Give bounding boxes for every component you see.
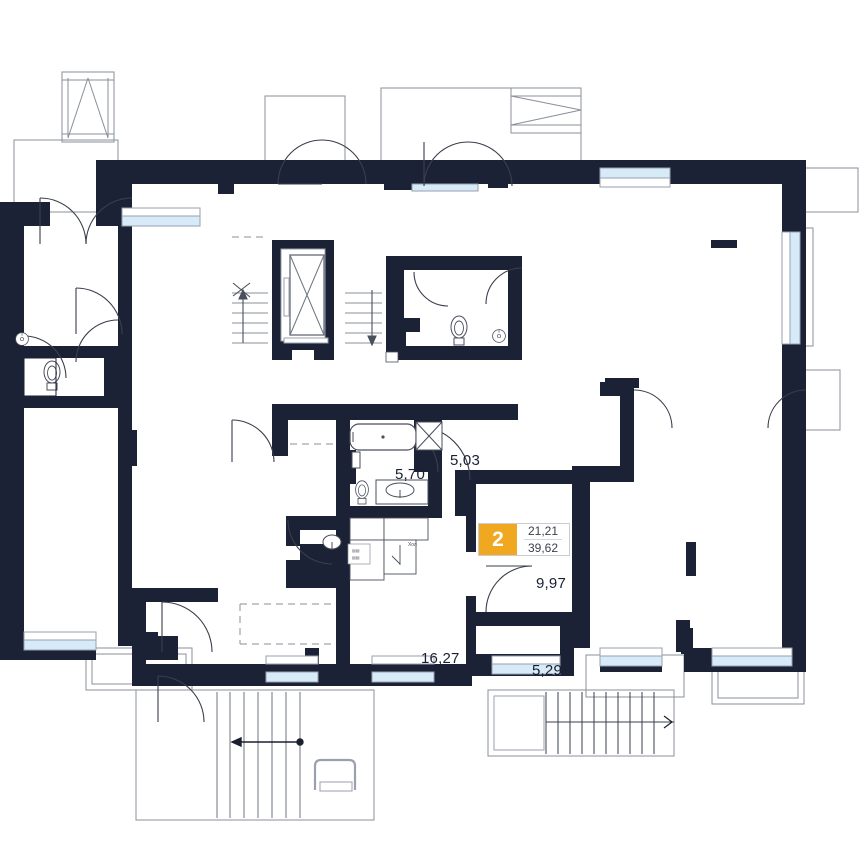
stairs-exterior-right bbox=[493, 692, 674, 754]
stairs-direction-arrow-left bbox=[230, 736, 304, 748]
dimension-label-9-97: 9,97 bbox=[536, 575, 566, 592]
apartment-total-area: 39,62 bbox=[527, 541, 559, 555]
apartment-rooms-count: 2 bbox=[479, 524, 517, 555]
stairs-exterior-left bbox=[216, 692, 301, 818]
stairs-interior-left bbox=[232, 292, 268, 344]
svg-text:▤▤: ▤▤ bbox=[352, 548, 360, 553]
toilet-icon bbox=[355, 480, 369, 505]
dimension-label-5-29: 5,29 bbox=[532, 662, 562, 679]
wall-nibs bbox=[126, 430, 136, 466]
bathroom-fixtures bbox=[349, 421, 443, 505]
wc-center-fixtures bbox=[385, 315, 506, 363]
walls bbox=[0, 160, 806, 686]
apartment-living-area: 21,21 bbox=[527, 524, 559, 538]
svg-text:Хол: Хол bbox=[408, 542, 417, 548]
badge-divider bbox=[524, 539, 562, 540]
elevator-shaft bbox=[272, 240, 334, 360]
apartment-badge[interactable]: 2 21,21 39,62 bbox=[478, 523, 570, 556]
windows bbox=[23, 167, 801, 683]
doors bbox=[23, 139, 807, 723]
stairs-direction-arrow-right bbox=[663, 715, 673, 729]
stairs-arrow-up-icon bbox=[232, 282, 251, 343]
stairs-arrow-down-icon bbox=[367, 290, 377, 347]
dimension-label-16-27: 16,27 bbox=[421, 650, 460, 667]
toilet-icon bbox=[450, 315, 468, 346]
washbasin-icon bbox=[15, 332, 29, 346]
bench-icon bbox=[313, 758, 357, 792]
dimension-label-5-70: 5,70 bbox=[395, 466, 425, 483]
wc-left-fixtures bbox=[15, 332, 61, 397]
kitchen-fixtures: ▤▤ ▤▤ Хол bbox=[322, 517, 429, 581]
svg-text:▤▤: ▤▤ bbox=[352, 555, 360, 560]
cabinet-icon bbox=[351, 451, 361, 469]
dimension-label-5-03: 5,03 bbox=[450, 452, 480, 469]
core-dashed-boundary bbox=[232, 236, 336, 645]
stairs-interior-right bbox=[345, 292, 382, 344]
apartment-areas: 21,21 39,62 bbox=[517, 524, 569, 555]
toilet-icon bbox=[43, 360, 61, 391]
washbasin-icon bbox=[492, 329, 506, 343]
